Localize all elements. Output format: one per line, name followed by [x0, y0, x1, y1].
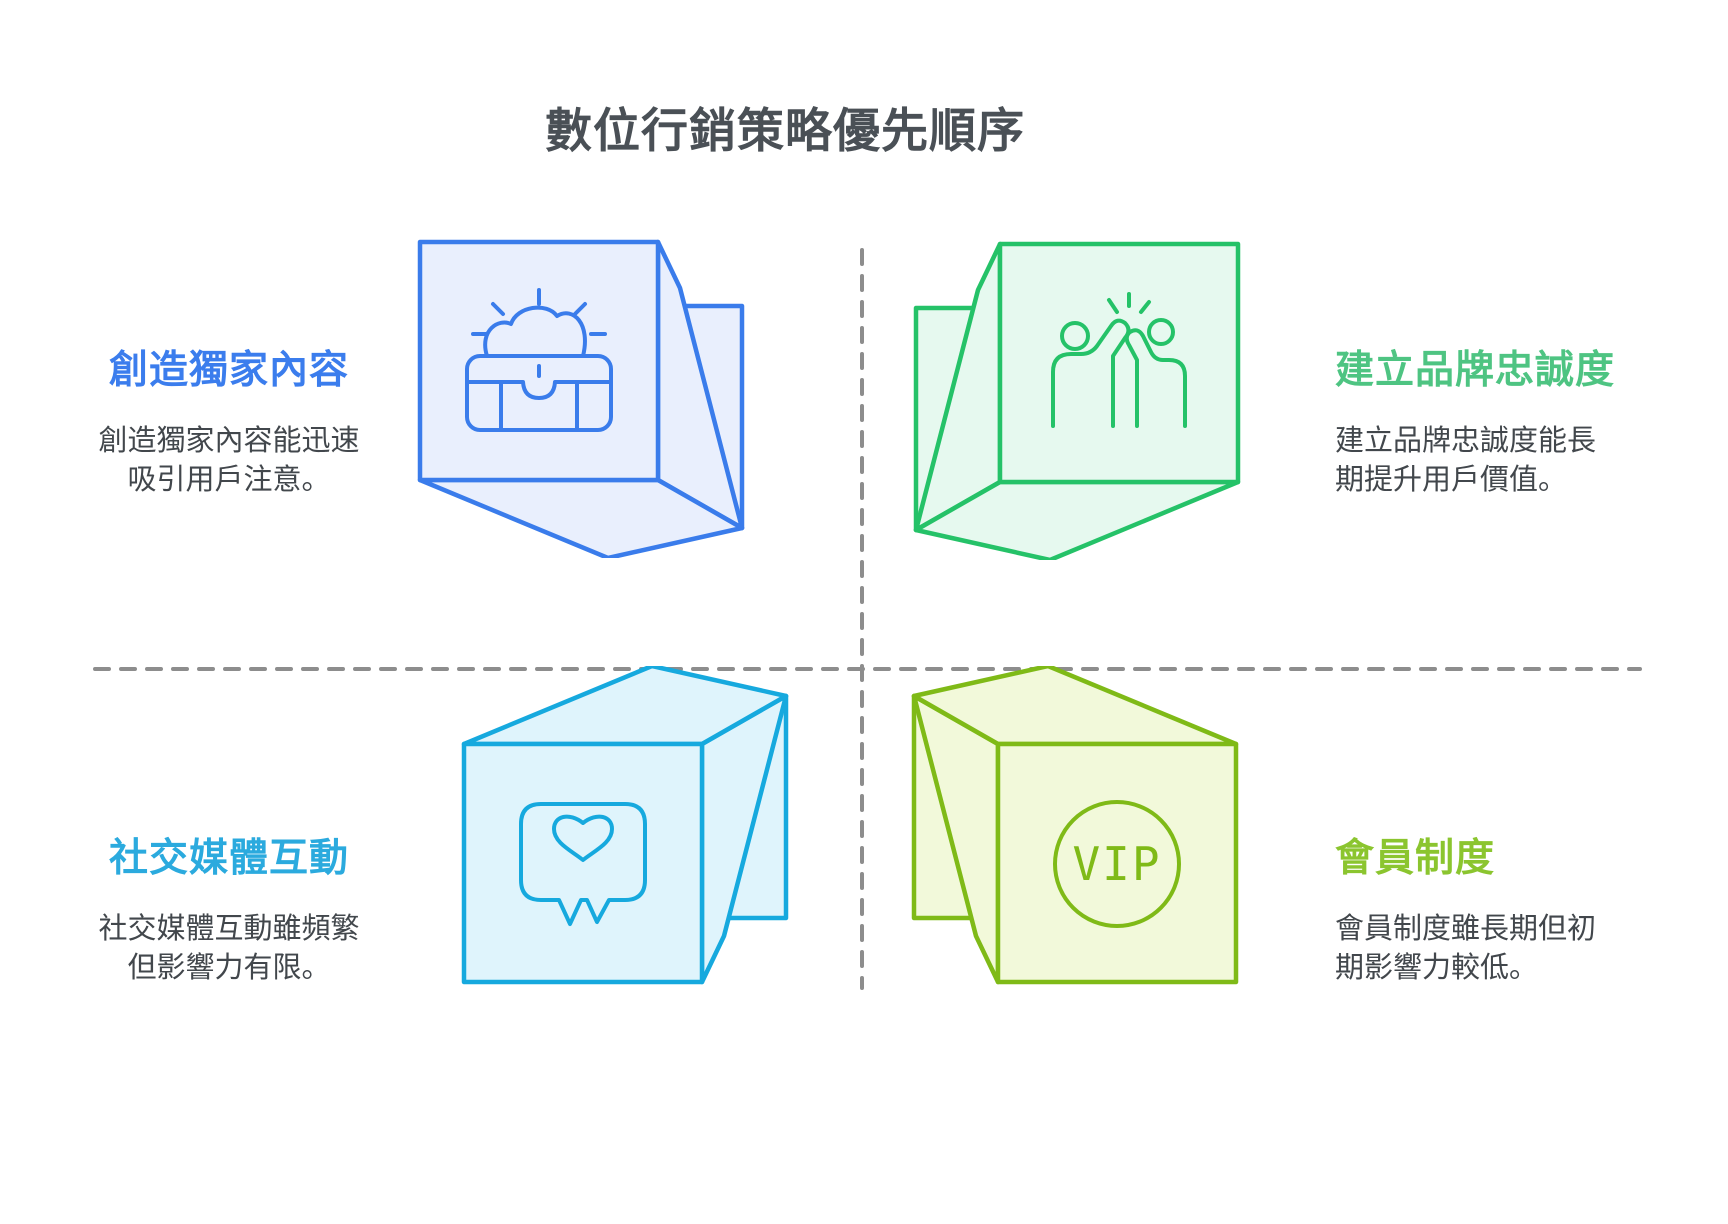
treasure-chest-icon [408, 236, 748, 558]
quadrant-bottom-right-text: 會員制度 會員制度雖長期但初 期影響力較低。 [1335, 836, 1655, 988]
quadrant-body: 社交媒體互動雖頻繁 但影響力有限。 [86, 910, 372, 988]
body-line: 但影響力有限。 [127, 952, 331, 984]
body-line: 期提升用戶價值。 [1335, 464, 1568, 496]
quadrant-body: 建立品牌忠誠度能長 期提升用戶價值。 [1335, 422, 1655, 500]
quadrant-bottom-left-text: 社交媒體互動 社交媒體互動雖頻繁 但影響力有限。 [86, 836, 372, 988]
vip-badge-icon: VIP [908, 666, 1248, 988]
body-line: 建立品牌忠誠度能長 [1335, 425, 1597, 457]
quadrant-heading: 會員制度 [1335, 837, 1496, 880]
quadrant-body: 會員制度雖長期但初 期影響力較低。 [1335, 910, 1655, 988]
quadrant-heading: 建立品牌忠誠度 [1335, 349, 1616, 392]
body-line: 期影響力較低。 [1335, 952, 1539, 984]
quadrant-top-right-text: 建立品牌忠誠度 建立品牌忠誠度能長 期提升用戶價值。 [1335, 348, 1655, 500]
body-line: 社交媒體互動雖頻繁 [98, 913, 360, 945]
quadrant-heading: 創造獨家內容 [108, 349, 349, 392]
vip-label: VIP [1072, 837, 1161, 891]
body-line: 創造獨家內容能迅速 [98, 425, 360, 457]
page-title: 數位行銷策略優先順序 [545, 104, 1025, 157]
quadrant-top-left-text: 創造獨家內容 創造獨家內容能迅速 吸引用戶注意。 [86, 348, 372, 500]
body-line: 會員制度雖長期但初 [1335, 913, 1597, 945]
high-five-icon [910, 238, 1250, 560]
quadrant-body: 創造獨家內容能迅速 吸引用戶注意。 [86, 422, 372, 500]
quadrant-heading: 社交媒體互動 [108, 837, 349, 880]
body-line: 吸引用戶注意。 [127, 464, 331, 496]
heart-message-icon [452, 666, 792, 988]
